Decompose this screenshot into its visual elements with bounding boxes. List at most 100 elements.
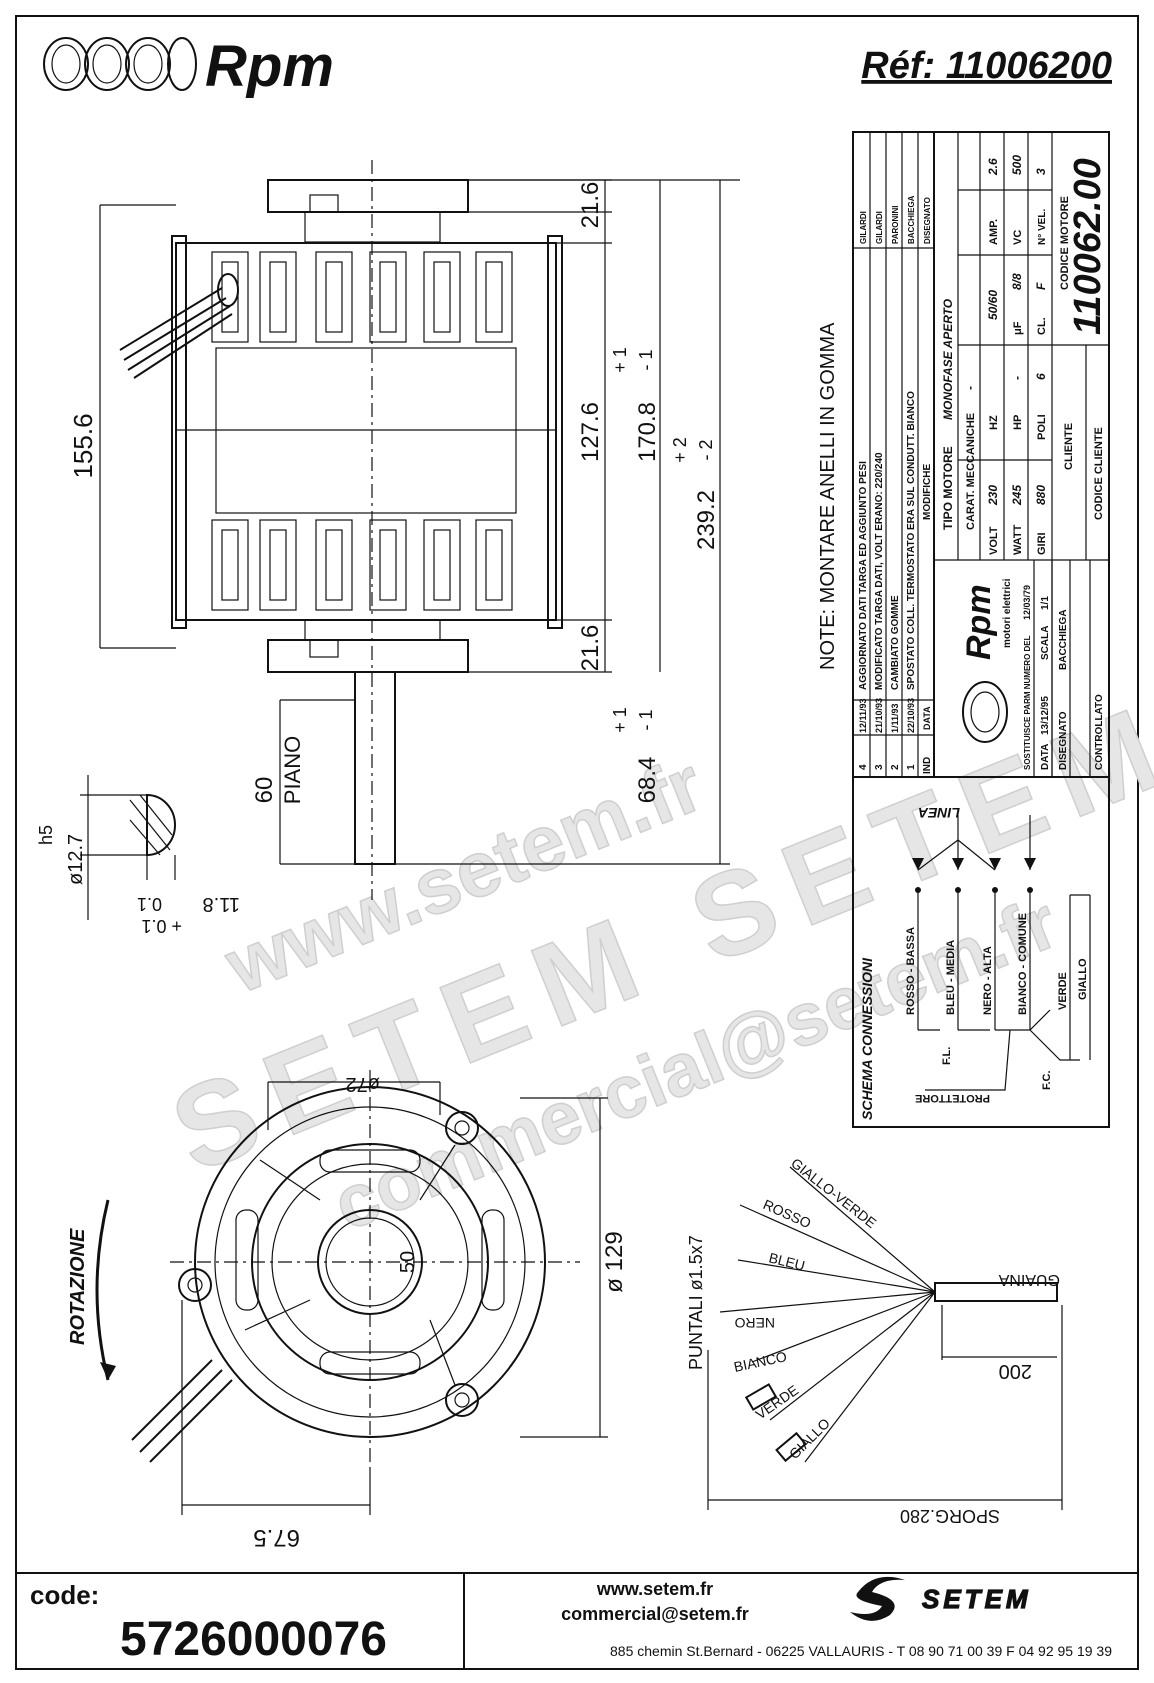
dim-length-239: 239.2 (693, 490, 720, 550)
tipo-motore-value: MONOFASE APERTO (941, 298, 955, 420)
rotation-arrow-icon (95, 1199, 110, 1381)
title-block-logo: Rpm motori elettrici (960, 578, 1013, 743)
wiring-arrows (912, 858, 1036, 893)
dim-overall-height: 155.6 (68, 413, 98, 478)
spec-giri-label: GIRI (1036, 532, 1048, 555)
side-dimensions (99, 179, 740, 865)
sostituisce-date: 12/03/79 (1022, 585, 1032, 620)
shaft-flat: 11.8 (203, 893, 240, 915)
protettore-label: PROTETTORE (915, 1092, 990, 1104)
carat-value: - (963, 386, 977, 390)
spec-hp-value: - (1010, 376, 1024, 380)
front-cable (131, 1359, 233, 1463)
dim-bottom-flange: 21.6 (577, 625, 604, 672)
tol-flat-plus: + 0.1 (141, 916, 182, 936)
rev-2-desc: CAMBIATO GOMME (890, 595, 901, 690)
spec-hp-label: HP (1012, 415, 1024, 430)
flat-label: PIANO (280, 736, 305, 804)
lead-bianco: BIANCO - COMUNE (1017, 913, 1029, 1015)
dim-body: 127.6 (577, 402, 604, 462)
lead-nero: NERO - ALTA (982, 946, 994, 1015)
disegnato-label: DISEGNATO (1058, 711, 1069, 770)
rev-header-by: DISEGNATO (923, 197, 932, 244)
revision-table: AGGIORNATO DATI TARGA ED AGGIUNTO PESI M… (858, 195, 933, 774)
wiring-title: SCHEMA CONNESSIONI (859, 957, 875, 1120)
lead-rosso: ROSSO - BASSA (905, 927, 917, 1015)
title-block-brand: Rpm (960, 584, 998, 660)
rev-3-desc: MODIFICATO TARGA DATI, VOLT ERANO: 220/2… (874, 452, 885, 690)
code-value: 5726000076 (120, 1613, 387, 1666)
code-box (15, 1572, 465, 1670)
footer-email: commercial@setem.fr (561, 1604, 749, 1624)
dim-hub: 50 (397, 1251, 419, 1273)
spec-hz-value: 50/60 (986, 290, 1000, 320)
title-block: AGGIORNATO DATI TARGA ED AGGIUNTO PESI M… (852, 131, 1110, 1128)
rev-4-by: GILARDI (859, 211, 868, 244)
spec-vel-value: 3 (1034, 168, 1048, 175)
codice-motore-label: CODICE MOTORE (1059, 196, 1071, 290)
tipo-motore-label: TIPO MOTORE (941, 446, 955, 530)
tol-170-plus: + 1 (610, 347, 630, 373)
spec-uf-value: 8/8 (1010, 273, 1024, 290)
dim-offset: 67.5 (253, 1524, 300, 1551)
data-label: DATA (1040, 744, 1051, 770)
spec-vc-value: 500 (1010, 155, 1024, 175)
rev-1-date: 22/10/93 (906, 698, 916, 733)
dim-length-170: 170.8 (634, 402, 661, 462)
cable-bundle (119, 273, 239, 379)
terminal-icons (744, 1383, 807, 1463)
shaft-fit: h5 (36, 825, 56, 845)
rev-1-by: BACCHIEGA (907, 195, 916, 244)
wire-nero: NERO (734, 1315, 775, 1331)
wiring-lines (917, 815, 1091, 1091)
rev-4-date: 12/11/93 (858, 698, 868, 733)
brand-name: Rpm (205, 34, 334, 99)
lead-verde: VERDE (1057, 972, 1069, 1010)
footer-address: 885 chemin St.Bernard - 06225 VALLAURIS … (610, 1643, 1112, 1659)
lead-bleu: BLEU - MEDIA (945, 940, 957, 1015)
puntali-label: PUNTALI ø1.5x7 (686, 1235, 706, 1370)
data-value: 13/12/95 (1040, 696, 1051, 735)
rev-header-n: IND (922, 757, 933, 774)
sheet-border (15, 15, 1139, 1670)
spec-uf-label: μF (1012, 321, 1024, 335)
spec-volt-value: 230 (986, 485, 1000, 506)
spec-watt-label: WATT (1012, 524, 1024, 555)
rev-4-desc: AGGIORNATO DATI TARGA ED AGGIUNTO PESI (858, 461, 869, 690)
rev-1-n: 1 (906, 764, 917, 770)
leads-view: GIALLO-VERDE ROSSO BLEU NERO BIANCO VERD… (686, 1155, 1063, 1526)
spec-vel-label: N° VEL. (1037, 209, 1048, 245)
assembly-note: NOTE: MONTARE ANELLI IN GOMMA (817, 322, 839, 670)
rev-header-desc: MODIFICHE (922, 464, 933, 520)
motor-side-view: 155.6 21.6 127.6 21.6 170.8 + 1 - 1 239.… (68, 160, 740, 900)
dim-200: 200 (999, 1360, 1032, 1382)
rev-3-date: 21/10/93 (874, 698, 884, 733)
scala-label: SCALA (1040, 626, 1051, 660)
linea-label: LINEA (918, 805, 960, 821)
scala-value: 1/1 (1040, 596, 1051, 610)
code-label: code: (30, 1580, 99, 1610)
dim-flat-length: 60 (251, 777, 278, 804)
dim-top-flange: 21.6 (577, 182, 604, 229)
spec-amp-value: 2.6 (986, 158, 1000, 176)
spec-table: VOLT 230 HZ 50/60 AMP. 2.6 WATT 245 HP -… (986, 155, 1048, 555)
lead-giallo: GIALLO (1077, 958, 1089, 1000)
dim-shaft-length: 68.4 (634, 757, 661, 804)
spec-poli-value: 6 (1034, 373, 1048, 380)
rev-4-n: 4 (858, 764, 869, 770)
spec-giri-value: 880 (1034, 485, 1048, 505)
wire-giallo: GIALLO (786, 1415, 833, 1462)
dim-sporg: SPORG.280 (900, 1506, 1000, 1526)
codice-motore-value: 110062.00 (1067, 158, 1109, 335)
shaft-section: ø12.7 h5 11.8 0.1 + 0.1 (36, 775, 240, 936)
rev-1-desc: SPOSTATO COLL. TERMOSTATO ERA SUL CONDUT… (906, 391, 917, 690)
rev-2-n: 2 (890, 764, 901, 770)
motor-front-view: ø72 ø 129 50 67.5 ROTAZIONE (67, 1070, 628, 1551)
coil-logo-icon (43, 37, 197, 91)
spec-volt-label: VOLT (988, 526, 1000, 555)
rev-2-by: PARONINI (891, 205, 900, 244)
tol-flat-minus: 0.1 (137, 894, 162, 914)
rev-2-date: 1/11/93 (890, 703, 900, 733)
spec-poli-label: POLI (1036, 414, 1048, 440)
